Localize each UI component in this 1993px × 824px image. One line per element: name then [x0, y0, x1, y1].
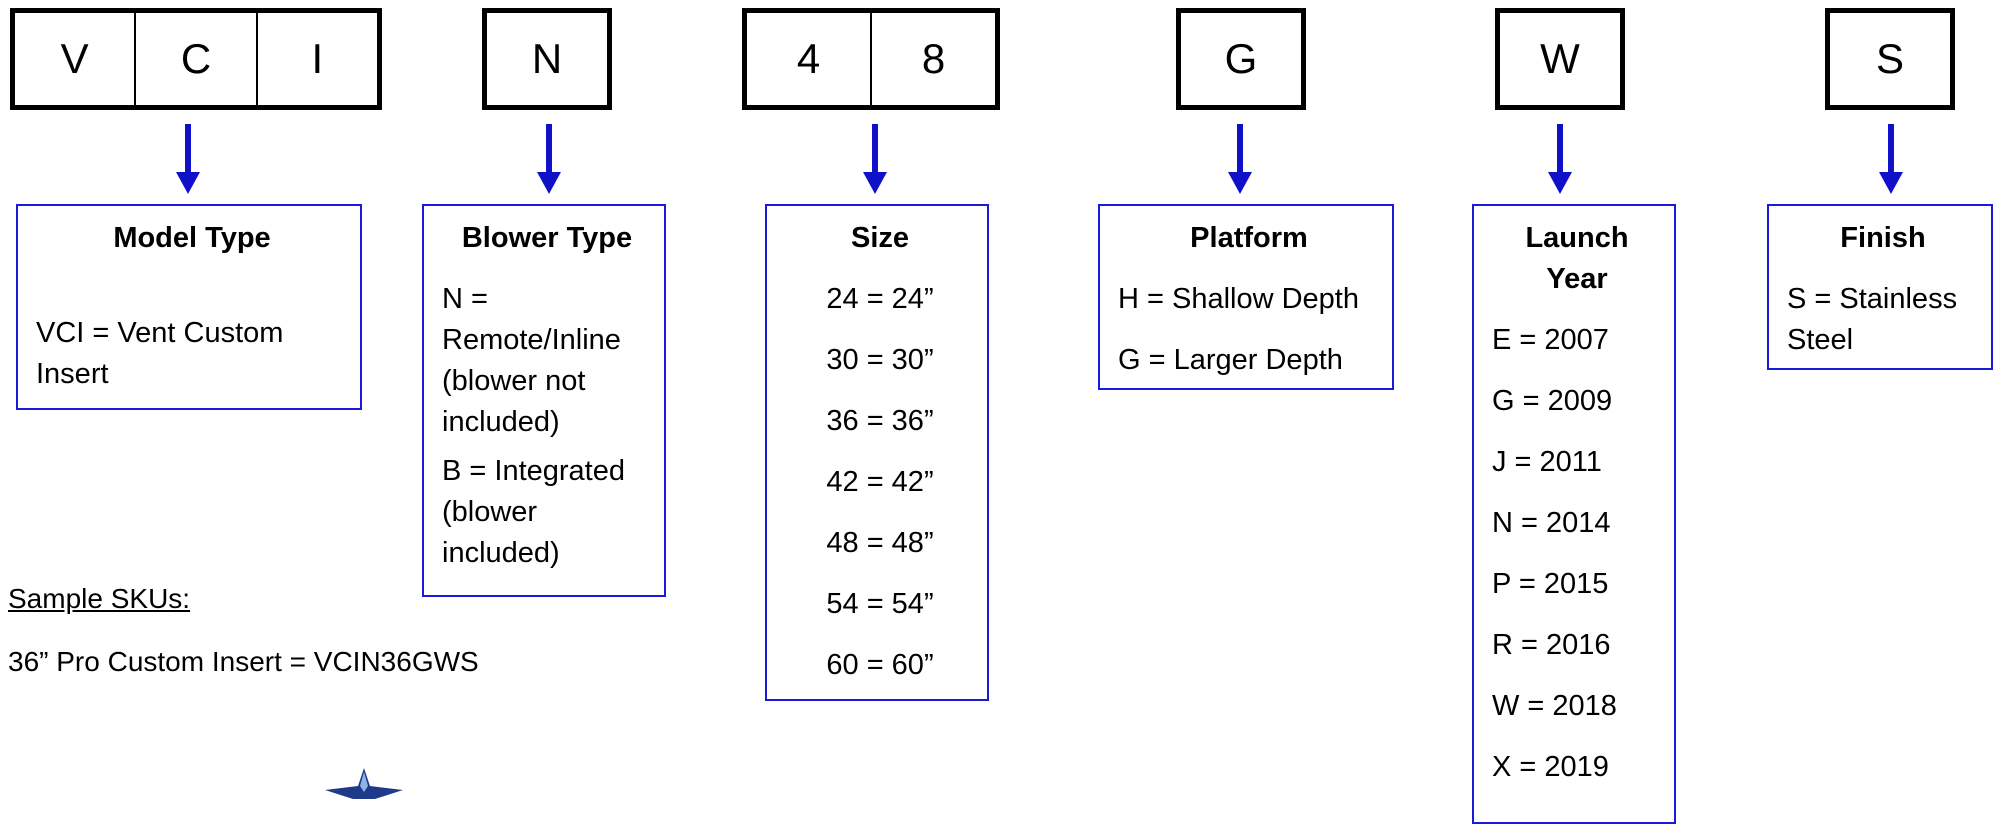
code-box-model-type: V C I	[10, 8, 382, 110]
arrow-down-icon	[1548, 124, 1572, 194]
desc-line: P = 2015	[1492, 568, 1609, 600]
desc-line: 36 = 36”	[826, 405, 934, 437]
code-box-launch-year: W	[1495, 8, 1625, 110]
code-cell: C	[136, 13, 258, 105]
code-cell: V	[15, 13, 137, 105]
code-box-size: 4 8	[742, 8, 1000, 110]
code-cell: 4	[747, 13, 872, 105]
desc-title: Size	[850, 222, 910, 254]
desc-line: 60 = 60”	[826, 649, 934, 681]
desc-line: J = 2011	[1492, 446, 1602, 478]
desc-line: N = Remote/Inline (blower not included)	[442, 283, 621, 438]
code-cell: W	[1540, 35, 1580, 82]
arrow-down-icon	[1228, 124, 1252, 194]
desc-line: 30 = 30”	[826, 344, 934, 376]
arrow-down-icon	[176, 124, 200, 194]
desc-line: S = Stainless Steel	[1787, 283, 1958, 356]
desc-box-blower-type: Blower Type N = Remote/Inline (blower no…	[422, 204, 666, 597]
desc-line: X = 2019	[1492, 751, 1609, 783]
desc-line: 42 = 42”	[826, 466, 934, 498]
desc-box-size: Size 24 = 24” 30 = 30” 36 = 36” 42 = 42”…	[765, 204, 989, 701]
desc-title: Blower Type	[461, 222, 633, 254]
desc-line: N = 2014	[1492, 507, 1611, 539]
desc-line: G = Larger Depth	[1118, 344, 1343, 376]
desc-line: 48 = 48”	[826, 527, 934, 559]
arrow-down-icon	[863, 124, 887, 194]
code-cell: S	[1875, 35, 1904, 82]
desc-line: H = Shallow Depth	[1118, 283, 1359, 315]
desc-title: Launch Year	[1525, 222, 1629, 295]
desc-line: W = 2018	[1492, 690, 1617, 722]
desc-line: E = 2007	[1492, 324, 1609, 356]
desc-title: Model Type	[113, 222, 271, 254]
code-cell: I	[311, 35, 324, 82]
code-box-blower-type: N	[482, 8, 612, 110]
code-box-platform: G	[1176, 8, 1306, 110]
desc-box-platform: Platform H = Shallow Depth G = Larger De…	[1098, 204, 1394, 390]
arrow-down-icon	[537, 124, 561, 194]
star-logo-icon	[325, 768, 403, 799]
desc-box-launch-year: Launch Year E = 2007 G = 2009 J = 2011 N…	[1472, 204, 1676, 824]
desc-box-model-type: Model Type VCI = Vent Custom Insert	[16, 204, 362, 410]
desc-line: B = Integrated (blower included)	[442, 455, 625, 569]
desc-line: R = 2016	[1492, 629, 1611, 661]
desc-line: G = 2009	[1492, 385, 1613, 417]
desc-line: VCI = Vent Custom Insert	[36, 317, 284, 390]
code-cell: G	[1224, 35, 1258, 82]
sample-skus-heading: Sample SKUs:	[8, 583, 191, 614]
desc-box-finish: Finish S = Stainless Steel	[1767, 204, 1993, 370]
code-box-finish: S	[1825, 8, 1955, 110]
code-cell: N	[531, 35, 563, 82]
desc-line: 54 = 54”	[826, 588, 934, 620]
desc-title: Platform	[1190, 222, 1308, 254]
code-cell: 8	[921, 35, 946, 82]
desc-title: Finish	[1840, 222, 1926, 254]
sample-sku: 36” Pro Custom Insert = VCIN36GWS	[8, 646, 479, 677]
arrow-down-icon	[1879, 124, 1903, 194]
desc-line: 24 = 24”	[826, 283, 934, 315]
